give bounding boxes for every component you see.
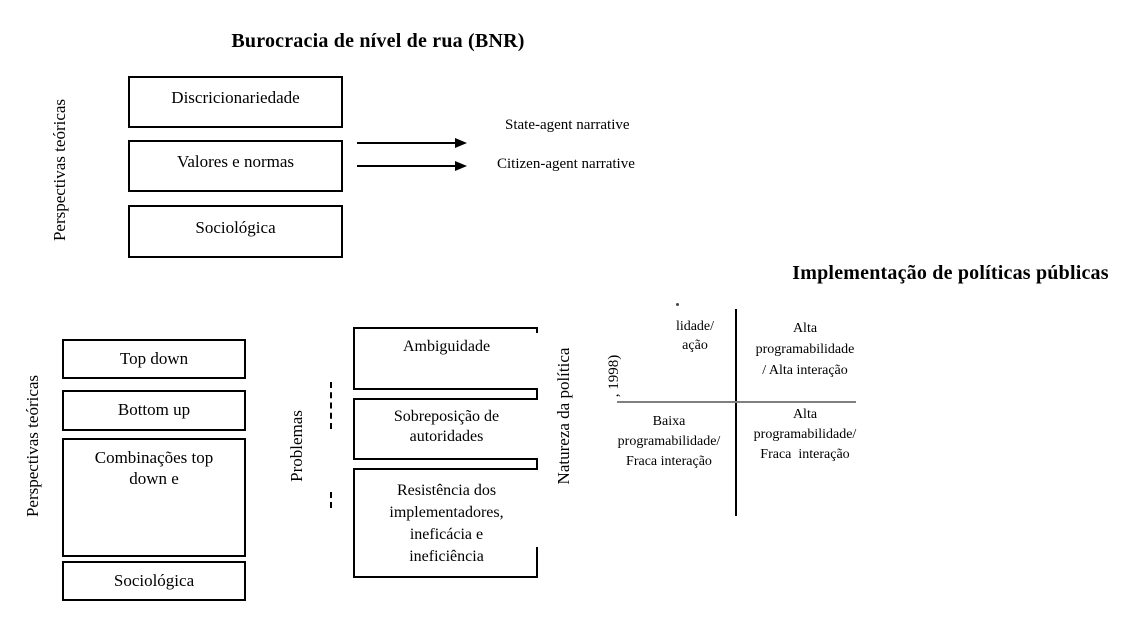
matrix-vertical-line xyxy=(735,309,737,516)
problem-box-ambiguidade: Ambiguidade xyxy=(353,327,538,390)
problems-dashed-line-upper xyxy=(330,382,332,429)
bnr-box-discricionariedade: Discricionariedade xyxy=(128,76,343,128)
bnr-section-title: Burocracia de nível de rua (BNR) xyxy=(231,30,525,52)
state-agent-narrative-label: State-agent narrative xyxy=(505,117,630,133)
implementation-section-title: Implementação de políticas públicas xyxy=(792,262,1109,284)
citizen-agent-arrowhead-icon xyxy=(455,161,467,171)
problems-dashed-line-lower xyxy=(330,492,332,508)
problem-box-resistencia: Resistência dos implementadores, ineficá… xyxy=(353,468,538,578)
matrix-horizontal-line xyxy=(617,401,856,403)
matrix-quadrant-top-left: lidade/ ação xyxy=(675,319,715,353)
impl-box-combinacoes-top-down: Combinações top down e xyxy=(62,438,246,557)
citizen-agent-narrative-label: Citizen-agent narrative xyxy=(497,156,635,172)
bnr-box-valores-e-normas: Valores e normas xyxy=(128,140,343,192)
problem-box-right-edge-stub xyxy=(536,547,538,578)
impl-box-bottom-up: Bottom up xyxy=(62,390,246,431)
citizen-agent-arrow xyxy=(357,165,456,167)
problem-box-right-edge-stub xyxy=(536,327,538,333)
bnr-perspectives-axis-label: Perspectivas teóricas xyxy=(50,98,69,242)
state-agent-arrowhead-icon xyxy=(455,138,467,148)
matrix-quadrant-bottom-right: Alta programabilidade/ Fraca interação xyxy=(753,407,857,462)
problems-axis-label: Problemas xyxy=(287,410,306,482)
problem-box-right-edge-stub xyxy=(536,389,538,399)
state-agent-arrow xyxy=(357,142,456,144)
matrix-quadrant-bottom-left: Baixa programabilidade/ Fraca interação xyxy=(617,414,721,469)
impl-box-sociologica: Sociológica xyxy=(62,561,246,601)
problem-box-right-edge-stub xyxy=(536,459,538,469)
policy-nature-axis-label: Natureza da política xyxy=(554,347,573,485)
implementation-perspectives-axis-label: Perspectivas teóricas xyxy=(23,374,42,518)
matrix-quadrant-top-right: Alta programabilidade / Alta interação xyxy=(755,321,855,378)
bnr-box-sociologica: Sociológica xyxy=(128,205,343,258)
impl-box-top-down: Top down xyxy=(62,339,246,379)
stray-dot xyxy=(676,303,679,306)
problem-box-sobreposicao: Sobreposição de autoridades xyxy=(353,398,538,460)
